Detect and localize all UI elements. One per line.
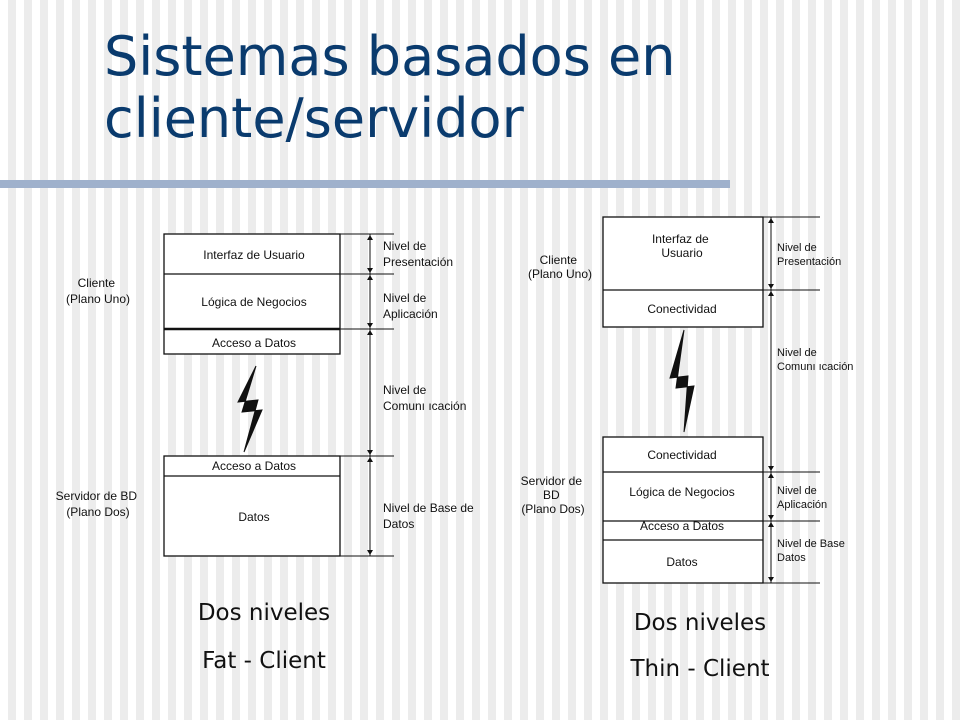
thin-level-base-datos: Nivel de Base Datos — [777, 538, 848, 564]
fat-level-presentacion: Nivel de Presentación — [383, 239, 453, 269]
fat-server-stack — [163, 455, 341, 557]
thin-level-aplicacion: Nivel de Aplicación — [777, 485, 827, 511]
fat-box-acceso-client: Acceso a Datos — [212, 336, 296, 350]
fat-caption-line-2: Fat - Client — [202, 648, 326, 674]
fat-lightning-icon — [237, 365, 263, 453]
fat-box-logica: Lógica de Negocios — [201, 295, 306, 309]
thin-lightning-icon — [669, 329, 695, 433]
fat-box-datos: Datos — [238, 510, 269, 524]
thin-server-plane-label: Servidor de BD (Plano Dos) — [521, 474, 586, 516]
slide-title-line-1: Sistemas basados en — [104, 25, 676, 88]
fat-box-interfaz: Interfaz de Usuario — [203, 248, 305, 262]
thin-client-stack — [602, 216, 764, 328]
slide-title: Sistemas basados en cliente/servidor — [104, 26, 864, 150]
thin-client-diagram: Cliente (Plano Uno) Servidor de BD (Plan… — [521, 216, 853, 584]
fat-level-comunicacion: Nivel de Comunı ıcación — [383, 383, 466, 413]
thin-caption-line-1: Dos niveles — [633, 610, 767, 636]
thin-box-datos: Datos — [666, 555, 697, 569]
thin-box-logica: Lógica de Negocios — [629, 485, 734, 499]
thin-box-conectividad-client: Conectividad — [647, 302, 716, 316]
thin-client-plane-label: Cliente (Plano Uno) — [528, 253, 592, 281]
thin-box-acceso: Acceso a Datos — [640, 519, 724, 533]
fat-caption-line-1: Dos niveles — [197, 600, 331, 626]
thin-box-interfaz: Interfaz de Usuario — [652, 232, 712, 260]
fat-level-base-datos: Nivel de Base de Datos — [383, 501, 477, 531]
fat-level-aplicacion: Nivel de Aplicación — [383, 291, 438, 321]
thin-server-stack — [602, 436, 764, 584]
fat-server-plane-label: Servidor de BD (Plano Dos) — [56, 489, 141, 519]
fat-client-stack — [163, 233, 341, 355]
thin-box-conectividad-server: Conectividad — [647, 448, 716, 462]
thin-caption-line-2: Thin - Client — [630, 656, 770, 682]
fat-client-diagram: Cliente (Plano Uno) Servidor de BD (Plan… — [56, 233, 477, 557]
fat-box-acceso-server: Acceso a Datos — [212, 459, 296, 473]
slide-title-line-2: cliente/servidor — [104, 87, 524, 150]
thin-level-presentacion: Nivel de Presentación — [777, 242, 841, 268]
fat-client-plane-label: Cliente (Plano Uno) — [66, 276, 130, 306]
title-underline-bar — [0, 180, 730, 188]
thin-level-comunicacion: Nivel de Comunı ıcación — [777, 347, 853, 373]
